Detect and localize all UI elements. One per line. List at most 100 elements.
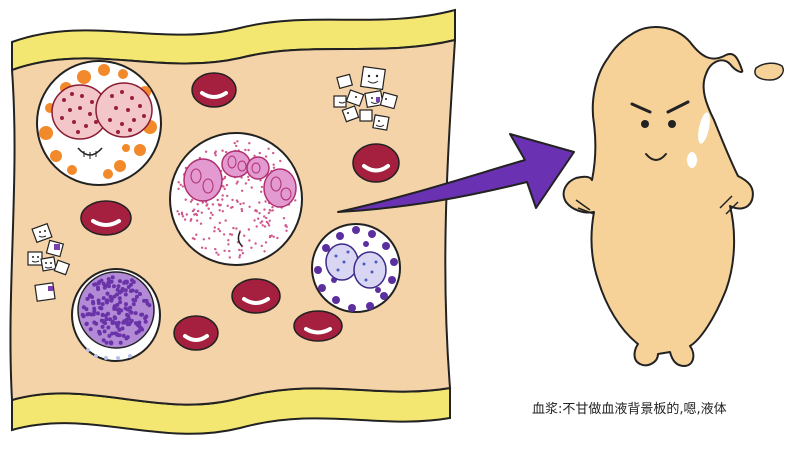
granule [99, 278, 104, 283]
granule [200, 211, 203, 214]
granule [195, 219, 199, 222]
granule [129, 310, 134, 315]
granule [115, 324, 120, 329]
granule [118, 340, 123, 345]
granule [112, 315, 117, 320]
granule [244, 182, 248, 185]
granule [96, 285, 100, 290]
granule [120, 326, 125, 331]
granule [243, 234, 246, 237]
granule [92, 320, 97, 325]
red-blood-cell [191, 72, 237, 108]
granule [238, 254, 242, 257]
red-blood-cell [352, 143, 400, 183]
granule [235, 227, 238, 230]
granule [112, 306, 117, 311]
granule [106, 311, 110, 316]
granule [102, 329, 107, 334]
granule [109, 341, 113, 346]
granule [129, 318, 134, 323]
granule [140, 312, 145, 317]
granule [271, 206, 274, 209]
granule [279, 159, 282, 163]
granule [133, 311, 138, 316]
granule [120, 287, 125, 291]
granule [177, 187, 180, 190]
granule [285, 229, 288, 232]
granule [177, 213, 181, 216]
granule [213, 151, 217, 155]
granule [272, 166, 276, 169]
granule [116, 284, 121, 289]
granule [95, 311, 100, 316]
right-eyebrow [666, 100, 690, 114]
granule [92, 306, 97, 311]
granule [110, 331, 115, 336]
granule [196, 209, 200, 213]
granule [104, 317, 109, 322]
granule [260, 220, 264, 223]
lymphocyte [71, 268, 161, 362]
granule [115, 333, 120, 337]
granule [195, 213, 199, 217]
granule [209, 211, 213, 214]
red-blood-cell [293, 310, 343, 342]
granule [272, 235, 275, 238]
granule [116, 307, 121, 312]
granule [263, 215, 266, 218]
granule [218, 229, 222, 233]
right-hand [719, 195, 739, 215]
granule [282, 217, 286, 220]
granule [223, 187, 226, 191]
plasma-character-droplet [754, 62, 784, 81]
granule [143, 319, 148, 324]
granule [241, 252, 245, 255]
left-hand [575, 199, 595, 215]
granule [117, 327, 122, 332]
granule [235, 182, 238, 185]
granule [268, 209, 271, 212]
granule [213, 230, 216, 233]
red-blood-cells [80, 72, 400, 351]
mouth [645, 153, 667, 161]
granule [230, 233, 234, 236]
granule [214, 247, 217, 251]
granule [180, 211, 184, 214]
highlight [698, 112, 710, 144]
granule [213, 226, 216, 229]
eosinophil-nucleus [51, 82, 153, 140]
granule [247, 175, 250, 178]
granule [272, 151, 275, 155]
granule [92, 309, 97, 314]
granule [250, 246, 253, 249]
granule [211, 213, 214, 217]
granule [81, 305, 86, 310]
neutrophil [169, 132, 303, 266]
granule [100, 324, 105, 329]
granule [199, 222, 203, 225]
granule [128, 305, 133, 310]
granule [258, 212, 261, 215]
granule [124, 317, 129, 322]
granule [247, 148, 250, 152]
granule [230, 206, 233, 209]
granule [107, 284, 111, 289]
granule [121, 320, 126, 325]
granule [114, 321, 118, 326]
right-eye [668, 120, 676, 128]
granule [144, 298, 149, 303]
granule [244, 148, 247, 152]
granule [222, 233, 226, 236]
granule [267, 147, 270, 150]
plasma-character [562, 26, 784, 367]
granule [104, 299, 109, 304]
granule [107, 280, 112, 285]
granule [102, 320, 107, 325]
granule [193, 213, 196, 216]
granule [99, 306, 104, 311]
granule [181, 185, 184, 188]
granule [105, 291, 110, 296]
granule [240, 249, 243, 252]
granule [131, 302, 136, 307]
